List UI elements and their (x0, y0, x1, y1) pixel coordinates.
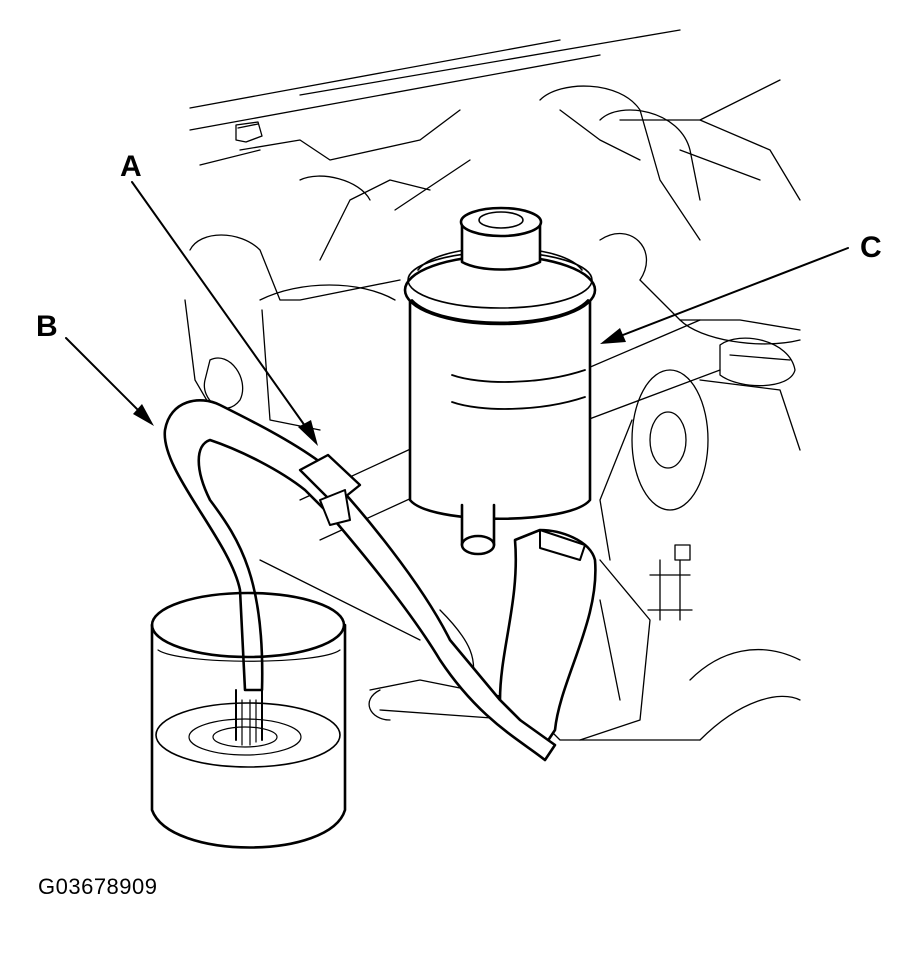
arrowhead-b (133, 404, 154, 426)
drain-hose (163, 399, 557, 762)
reservoir (403, 206, 597, 556)
engine-bay-background (184, 29, 801, 741)
leader-a (131, 181, 316, 441)
drain-container (150, 591, 347, 849)
arrowhead-a (298, 420, 318, 446)
callout-leaders (65, 181, 849, 441)
leader-b (65, 337, 149, 421)
callout-arrowheads (133, 328, 626, 446)
callout-label-b: B (36, 310, 58, 343)
figure-code: G03678909 (38, 874, 158, 899)
arrowhead-c (600, 328, 626, 344)
leader-c (609, 247, 849, 341)
callout-label-a: A (120, 150, 142, 183)
return-hose (498, 528, 597, 747)
callout-label-c: C (860, 231, 882, 264)
